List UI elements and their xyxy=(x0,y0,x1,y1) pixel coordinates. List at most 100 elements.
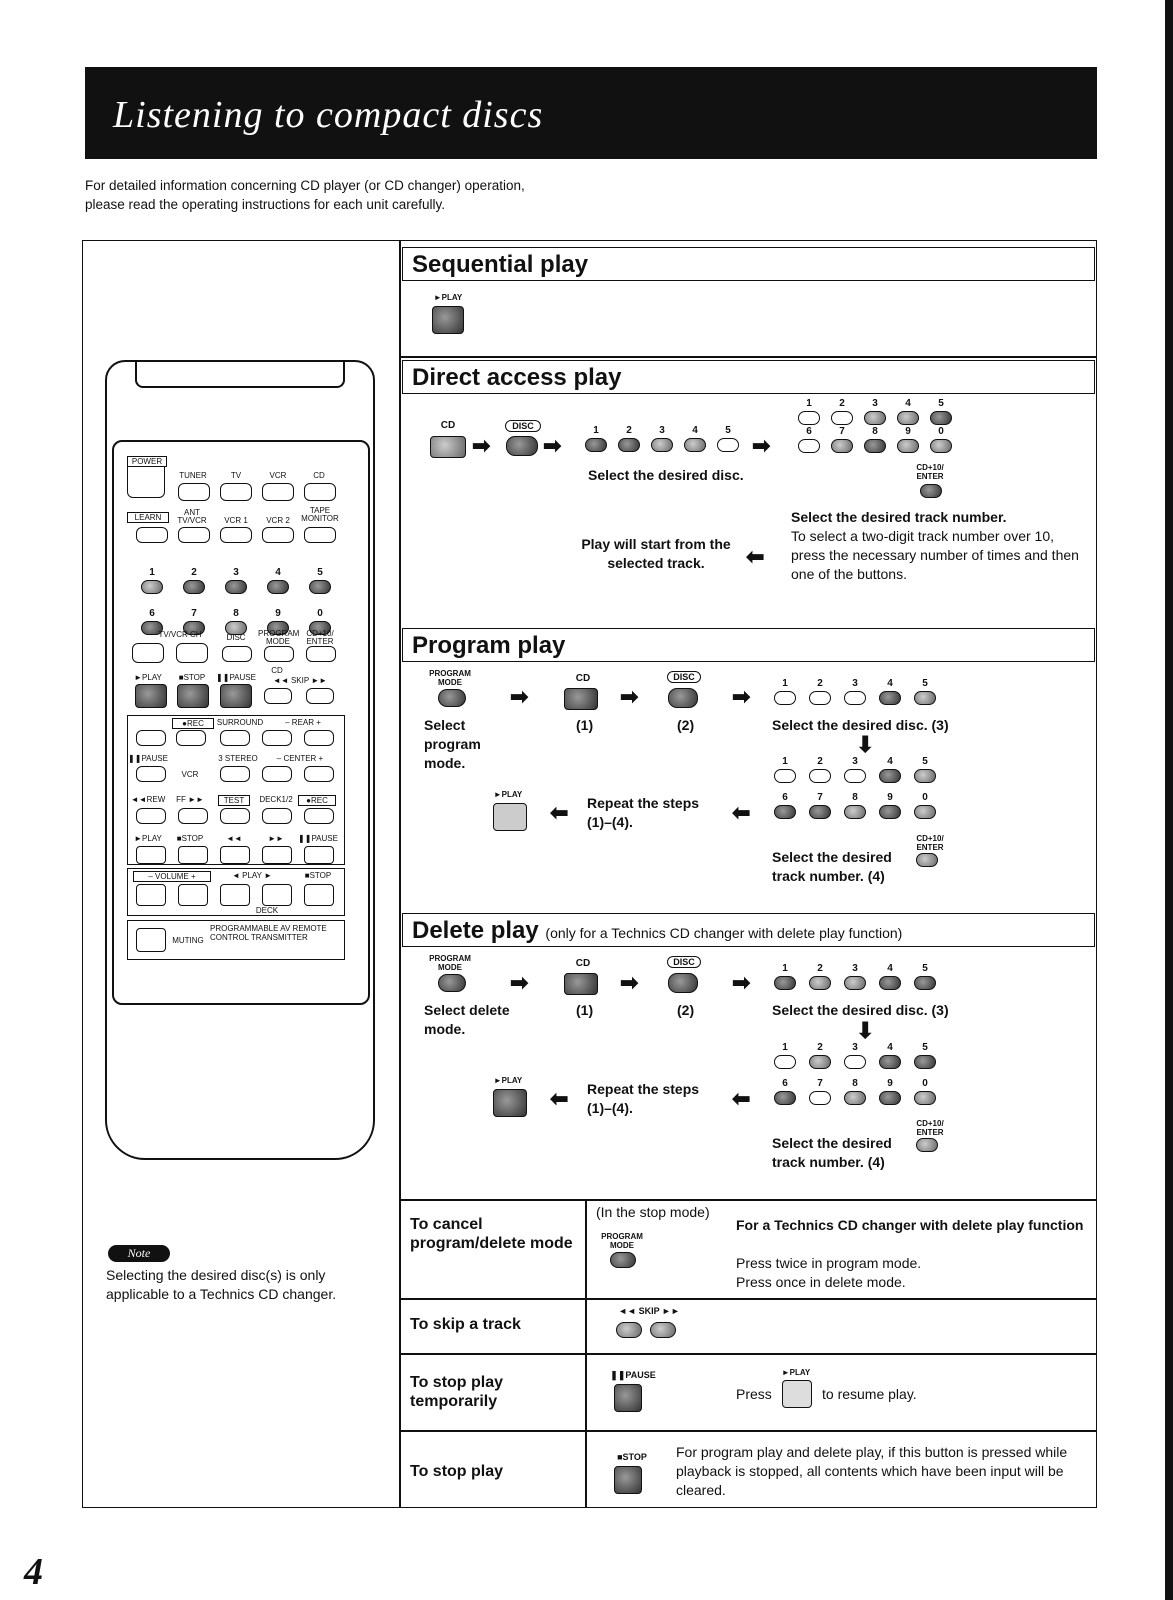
remote-tv-label: TV xyxy=(230,471,242,480)
remote-btn xyxy=(262,730,292,746)
remote-rec2-label: ●REC xyxy=(298,795,336,806)
cd-label: CD xyxy=(575,673,591,684)
digit-key-icon xyxy=(809,691,831,705)
divider xyxy=(400,356,1097,358)
digit-key-icon xyxy=(267,621,289,635)
remote-panel xyxy=(112,440,370,1005)
digit-label: 7 xyxy=(817,1078,823,1089)
digit-label: 4 xyxy=(692,425,698,436)
arrow-right-icon: ➡ xyxy=(620,684,639,709)
remote-btn xyxy=(264,688,292,704)
pause-label: ❚❚PAUSE xyxy=(610,1370,656,1380)
digit-key-icon xyxy=(774,976,796,990)
remote-caption: PROGRAMMABLE AV REMOTE CONTROL TRANSMITT… xyxy=(210,924,327,942)
play-button-icon xyxy=(493,803,527,831)
remote-btn xyxy=(262,527,294,543)
remote-rear-label: – REAR + xyxy=(285,718,321,727)
arrow-right-icon: ➡ xyxy=(543,433,562,458)
stop-label: ■STOP xyxy=(617,1452,647,1462)
remote-play2-label: ►PLAY xyxy=(134,834,162,843)
remote-btn xyxy=(264,646,294,662)
repeat-steps-text: Repeat the steps (1)–(4). xyxy=(587,1081,700,1116)
program-mode-label: PROGRAM MODE xyxy=(429,954,471,972)
digit-key-icon xyxy=(930,439,952,453)
sequential-heading: Sequential play xyxy=(412,251,589,278)
stop-desc-text: For program play and delete play, if thi… xyxy=(676,1444,1068,1498)
digit-key-icon xyxy=(897,411,919,425)
digit-key-icon xyxy=(879,805,901,819)
arrow-left-icon: ⬅ xyxy=(550,1086,569,1111)
digit-key-icon xyxy=(879,769,901,783)
skip-track-label: To skip a track xyxy=(410,1316,521,1333)
digit-key-icon xyxy=(183,580,205,594)
program-heading: Program play xyxy=(412,632,566,659)
digit-key-icon xyxy=(879,976,901,990)
digit-label: 0 xyxy=(317,608,323,619)
digit-label: 9 xyxy=(275,608,281,619)
remote-btn xyxy=(220,527,252,543)
press-text: Press xyxy=(736,1386,772,1402)
digit-label: 3 xyxy=(233,567,239,578)
cd-label: CD xyxy=(575,958,591,969)
table-row-rule xyxy=(400,1353,1097,1355)
digit-key-icon xyxy=(585,438,607,452)
digit-label: 2 xyxy=(817,678,823,689)
disc-label: DISC xyxy=(505,420,541,432)
remote-vcr-label: VCR xyxy=(181,770,199,779)
note-text: Selecting the desired disc(s) is only ap… xyxy=(106,1267,337,1302)
column-divider xyxy=(399,240,401,1508)
remote-btn xyxy=(220,730,250,746)
cd-button-icon xyxy=(430,436,466,458)
remote-btn xyxy=(262,808,292,824)
remote-rec-label: ●REC xyxy=(172,718,214,729)
digit-key-icon xyxy=(864,439,886,453)
remote-power-label: POWER xyxy=(127,456,167,467)
remote-btn xyxy=(176,643,208,663)
play-button-icon xyxy=(432,306,464,334)
remote-pause2-label: ❚❚PAUSE xyxy=(298,834,338,843)
digit-key-icon xyxy=(717,438,739,452)
digit-key-icon xyxy=(930,411,952,425)
select-track-text: Select the desired track number. (4) xyxy=(772,849,892,884)
digit-label: 3 xyxy=(852,1042,858,1053)
delete-subheading: (only for a Technics CD changer with del… xyxy=(545,925,903,941)
page-title: Listening to compact discs xyxy=(113,94,544,136)
arrow-right-icon: ➡ xyxy=(752,433,771,458)
content-frame xyxy=(82,240,1097,1508)
program-mode-button-icon xyxy=(438,689,466,707)
remote-muting-label: MUTING xyxy=(172,936,204,945)
intro-line: For detailed information concerning CD p… xyxy=(85,178,525,193)
digit-key-icon xyxy=(798,411,820,425)
digit-label: 8 xyxy=(872,426,878,437)
select-delete-mode-text: Select delete mode. xyxy=(424,1002,510,1037)
digit-label: 7 xyxy=(817,792,823,803)
play-label: ►PLAY xyxy=(493,1076,523,1085)
digit-key-icon xyxy=(914,805,936,819)
remote-tuner-label: TUNER xyxy=(179,471,207,480)
remote-vcr-label: VCR xyxy=(269,471,287,480)
delete-heading: Delete play xyxy=(412,917,539,944)
digit-key-icon xyxy=(141,621,163,635)
digit-label: 0 xyxy=(922,792,928,803)
remote-vcr2-label: VCR 2 xyxy=(266,516,290,525)
digit-label: 5 xyxy=(938,398,944,409)
intro-text: For detailed information concerning CD p… xyxy=(85,176,735,214)
remote-btn xyxy=(132,643,164,663)
delete-heading-wrap: Delete play (only for a Technics CD chan… xyxy=(412,917,902,945)
stop-play-label: To stop play xyxy=(410,1463,504,1480)
digit-label: 5 xyxy=(922,1042,928,1053)
remote-deck-label: DECK1/2 xyxy=(259,795,293,804)
digit-label: 5 xyxy=(922,756,928,767)
remote-deck-area xyxy=(127,715,345,865)
arrow-right-icon: ➡ xyxy=(620,970,639,995)
cancel-line1: Press twice in program mode. xyxy=(736,1255,922,1271)
digit-key-icon xyxy=(844,1055,866,1069)
select-disc-text: Select the desired disc. (3) xyxy=(772,717,949,733)
remote-rew-label: ◄◄REW xyxy=(130,795,166,804)
digit-label: 9 xyxy=(887,792,893,803)
remote-btn xyxy=(262,846,292,864)
title-banner: Listening to compact discs xyxy=(85,67,1097,159)
digit-label: 1 xyxy=(149,567,155,578)
digit-label: 1 xyxy=(782,678,788,689)
arrow-right-icon: ➡ xyxy=(732,970,751,995)
